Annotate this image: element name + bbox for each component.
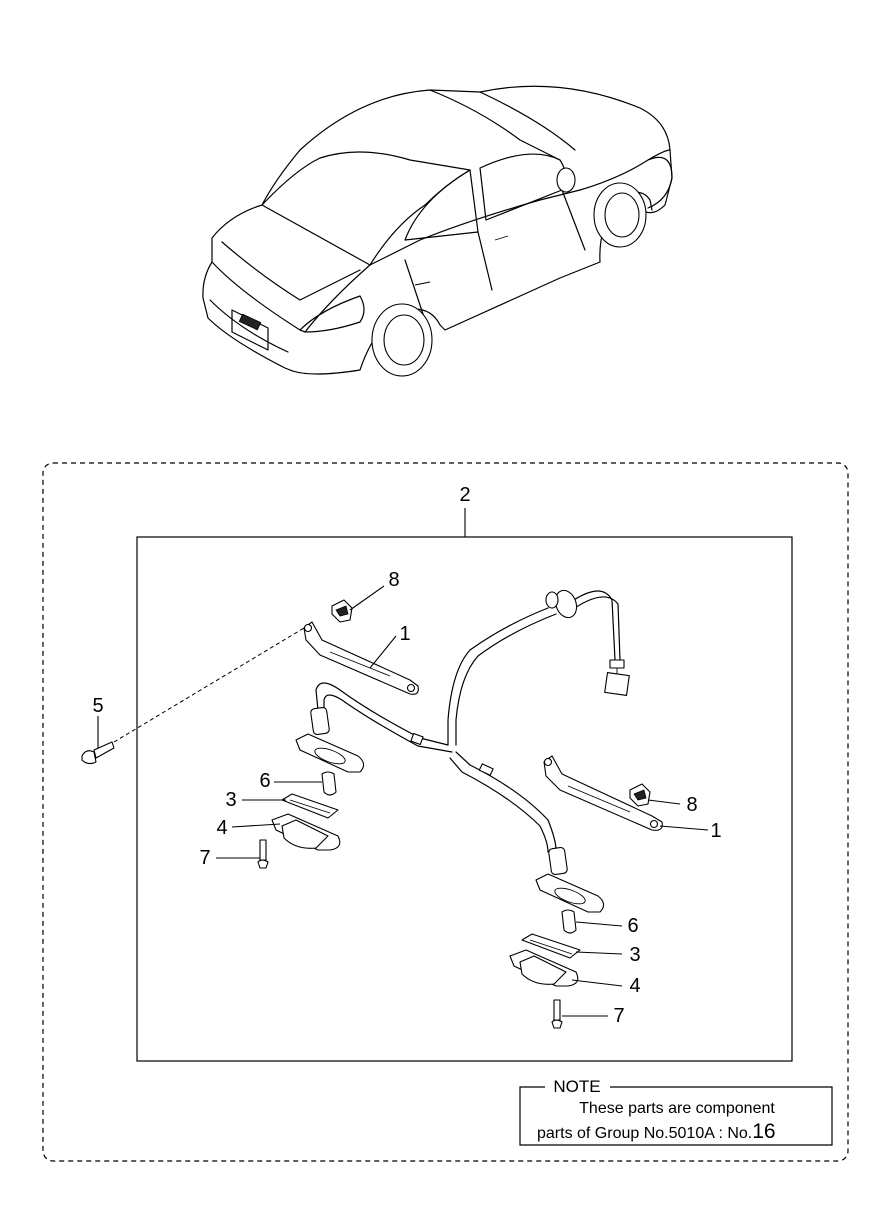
wiring-harness	[315, 589, 630, 853]
right-lamp-group	[509, 755, 663, 1029]
callout-group: 2	[459, 484, 470, 506]
callout-lens-right: 4	[629, 975, 640, 997]
callout-bracket-left: 1	[399, 623, 410, 645]
callout-screw-right: 7	[613, 1005, 624, 1027]
callout-clip-right: 8	[686, 794, 697, 816]
note-line-1: These parts are component	[579, 1100, 775, 1117]
callout-lens-left: 4	[216, 817, 227, 839]
car-illustration	[202, 85, 673, 377]
callout-clip-left: 8	[388, 569, 399, 591]
left-lamp-group	[257, 599, 419, 869]
callout-screw-left: 7	[199, 847, 210, 869]
callout-gasket-right: 3	[629, 944, 640, 966]
note-line-2-number: 16	[752, 1120, 775, 1143]
assembly-boundary	[42, 462, 849, 1162]
note-line-2: parts of Group No.5010A : No.16	[537, 1120, 776, 1143]
callout-bracket-right: 1	[710, 820, 721, 842]
note-line-2-prefix: parts of Group No.5010A : No.	[537, 1125, 752, 1142]
callout-bulb-right: 6	[627, 915, 638, 937]
note-title: NOTE	[553, 1077, 600, 1096]
callout-bulb-left: 6	[259, 770, 270, 792]
callout-screw-main: 5	[92, 695, 103, 717]
leader-lines	[216, 585, 709, 1017]
callout-numbers: 8 1 5 6 3 4 7 8 1 6 3 4 7	[92, 569, 721, 1027]
screw-5	[81, 627, 305, 765]
note-box: NOTE These parts are component parts of …	[519, 1077, 833, 1146]
callout-gasket-left: 3	[225, 789, 236, 811]
harness-assembly-box	[136, 536, 793, 1062]
